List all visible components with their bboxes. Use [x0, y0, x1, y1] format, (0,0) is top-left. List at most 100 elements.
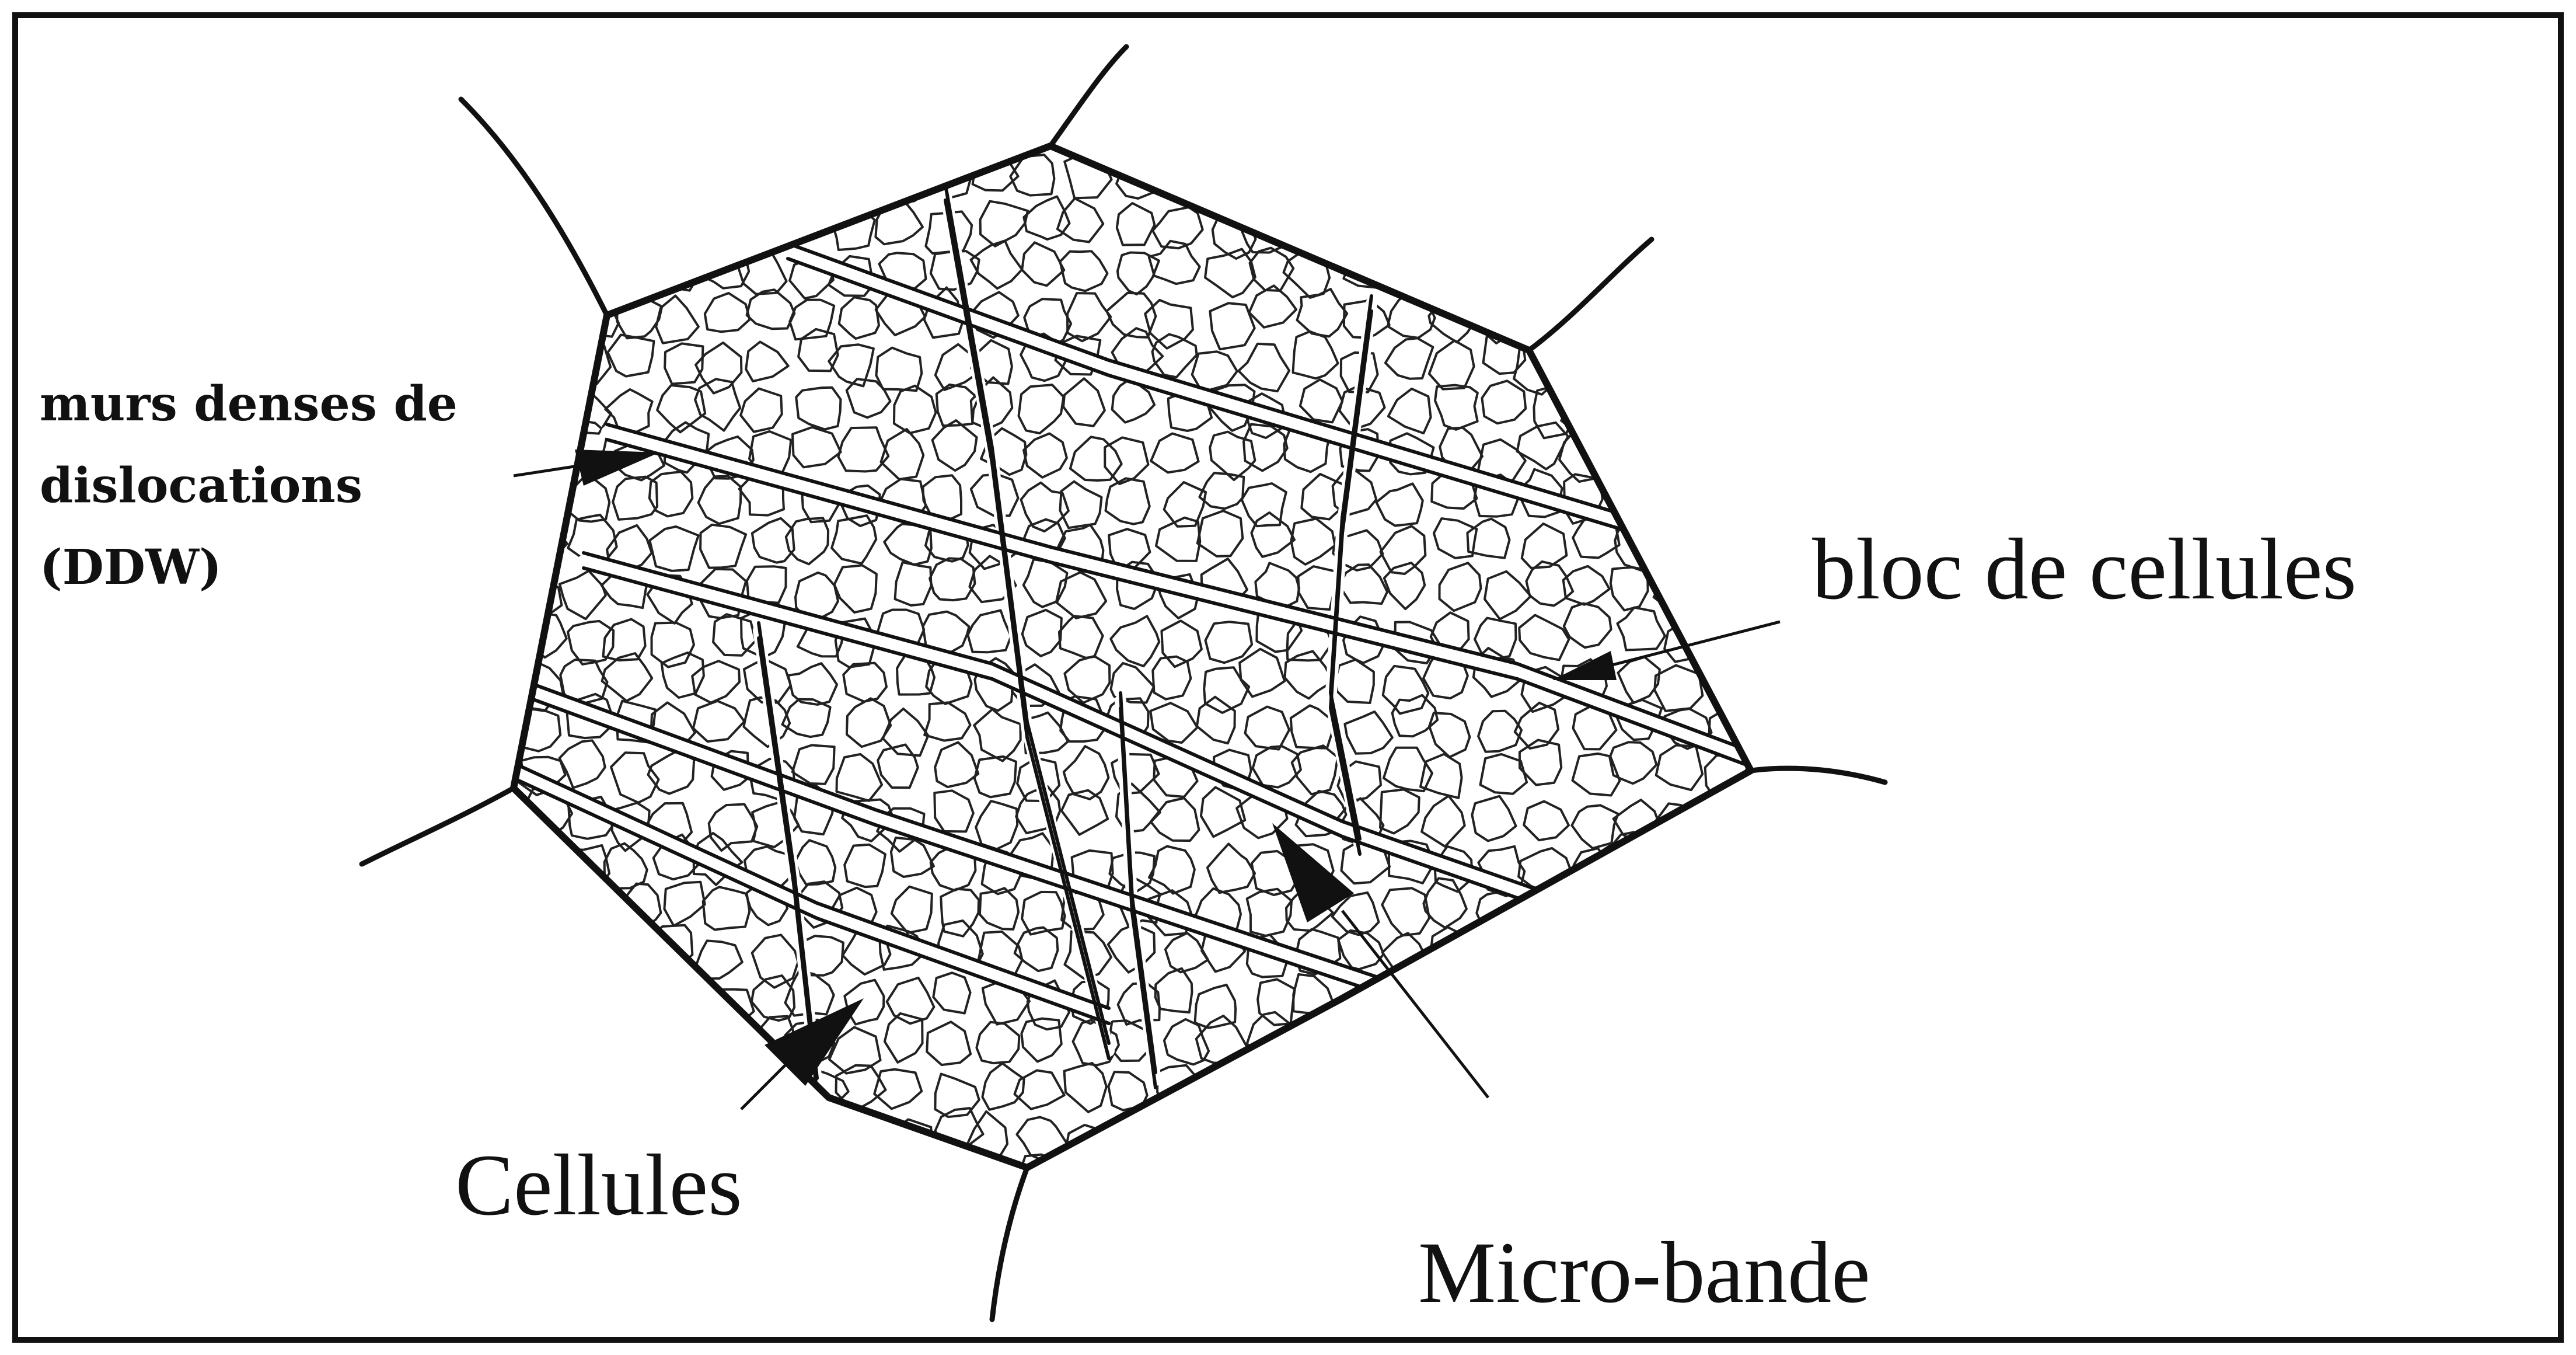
dislocation-cell	[1568, 334, 1613, 379]
dislocation-cell	[1429, 713, 1469, 757]
dislocation-cell	[1482, 381, 1526, 423]
dislocation-cell	[651, 1029, 689, 1078]
dislocation-cell	[1107, 1164, 1159, 1209]
dislocation-cell	[514, 841, 561, 886]
dislocation-cell	[1750, 1018, 1793, 1066]
dislocation-cell	[1471, 1102, 1518, 1150]
dislocation-cell	[934, 790, 973, 831]
dislocation-cell	[1713, 166, 1757, 213]
dislocation-cell	[1149, 117, 1198, 167]
dislocation-cell	[1744, 742, 1791, 784]
dislocation-cell	[1388, 389, 1431, 433]
dislocation-cell	[1754, 156, 1794, 200]
label-cells: Cellules	[455, 1137, 742, 1234]
dislocation-cell	[1751, 247, 1798, 296]
dislocation-cell	[1659, 1070, 1700, 1116]
dislocation-cell	[1746, 884, 1790, 931]
dislocation-cell	[619, 884, 661, 928]
dislocation-cell	[558, 158, 602, 200]
dislocation-cell	[875, 1155, 919, 1199]
dislocation-cell	[520, 426, 564, 469]
dislocation-cell	[933, 973, 970, 1013]
dislocation-cell	[609, 120, 651, 165]
dislocation-cell	[1205, 1114, 1242, 1155]
dislocation-cell	[1699, 936, 1739, 978]
dislocation-cell	[1656, 1023, 1702, 1070]
dislocation-cell	[1485, 572, 1531, 619]
dislocation-cell	[892, 887, 932, 933]
dislocation-cell	[1570, 1070, 1614, 1116]
dislocation-cell	[560, 571, 606, 619]
dislocation-cell	[1392, 1018, 1434, 1061]
dislocation-cell	[1610, 742, 1656, 783]
dislocation-cell	[1653, 1162, 1701, 1208]
dislocation-cell	[1440, 563, 1481, 611]
dislocation-cell	[708, 193, 754, 237]
dislocation-cell	[1745, 387, 1785, 430]
dislocation-cell	[1242, 1067, 1284, 1107]
dislocation-cell	[1520, 978, 1559, 1024]
dislocation-cell	[795, 154, 838, 200]
dislocation-cell	[1111, 616, 1159, 666]
dislocation-cell	[466, 520, 514, 567]
dislocation-cell	[1617, 608, 1665, 650]
dislocation-cell	[1617, 166, 1663, 208]
dislocation-cell	[752, 935, 798, 987]
dislocation-cell	[1024, 434, 1067, 478]
dislocation-cell	[1618, 657, 1660, 703]
grain-boundary	[514, 146, 1751, 1168]
label-ddw-line3: (DDW)	[40, 539, 222, 595]
dislocation-cell	[1388, 990, 1437, 1032]
dislocation-cell	[838, 427, 888, 471]
dislocation-cell	[558, 1027, 605, 1067]
dislocation-cell	[1750, 515, 1797, 556]
dislocation-cell	[1649, 967, 1695, 1015]
dislocation-cell	[1755, 565, 1802, 610]
dislocation-cell	[1753, 342, 1799, 382]
dislocation-cell	[1565, 921, 1607, 967]
dislocation-cell	[1622, 198, 1664, 241]
dislocation-cell	[609, 253, 648, 294]
dislocation-cell	[1285, 651, 1333, 698]
dislocation-cell	[793, 427, 841, 468]
dislocation-cell	[1467, 519, 1509, 558]
dislocation-cell	[1240, 649, 1284, 697]
dislocation-cell	[1376, 1075, 1423, 1120]
label-microband: Micro-bande	[1418, 1224, 1870, 1321]
dislocation-cell	[1694, 203, 1739, 249]
dislocation-cell	[606, 157, 652, 205]
dislocation-cell	[557, 111, 601, 151]
dislocation-cell	[1616, 480, 1669, 524]
dislocation-cell	[1607, 933, 1650, 978]
dislocation-cell	[1296, 110, 1341, 152]
dislocation-cell	[1258, 979, 1295, 1025]
dislocation-cell	[1151, 434, 1198, 473]
dislocation-cell	[1664, 893, 1701, 937]
dislocation-cell	[1653, 339, 1703, 384]
dislocation-cell	[876, 348, 922, 391]
dislocation-cell	[1334, 1103, 1380, 1152]
dislocation-cell	[1572, 156, 1616, 204]
dislocation-cell	[610, 937, 655, 985]
dislocation-cell	[1435, 385, 1478, 430]
dislocation-cell	[1337, 149, 1383, 193]
dislocation-cell	[1704, 889, 1747, 933]
dislocation-cell	[1251, 513, 1294, 557]
dislocation-cell	[1748, 1072, 1789, 1115]
dislocation-cell	[710, 1019, 756, 1063]
dislocation-cell	[1654, 847, 1699, 897]
dislocation-cell	[467, 564, 512, 609]
dislocation-cell	[1757, 297, 1799, 342]
dislocation-cell	[656, 296, 699, 343]
dislocation-cell	[796, 388, 840, 430]
dislocation-cell	[1650, 473, 1691, 523]
dislocation-cell	[521, 1025, 565, 1070]
dislocation-cell	[1519, 1154, 1559, 1199]
dislocation-cell	[1429, 340, 1474, 389]
dislocation-cell	[530, 285, 574, 333]
dislocation-cell	[1383, 666, 1429, 714]
dislocation-cell	[1750, 431, 1797, 468]
dislocation-cell	[661, 1068, 708, 1108]
dislocation-cell	[1385, 338, 1433, 379]
dislocation-cell	[645, 197, 688, 241]
